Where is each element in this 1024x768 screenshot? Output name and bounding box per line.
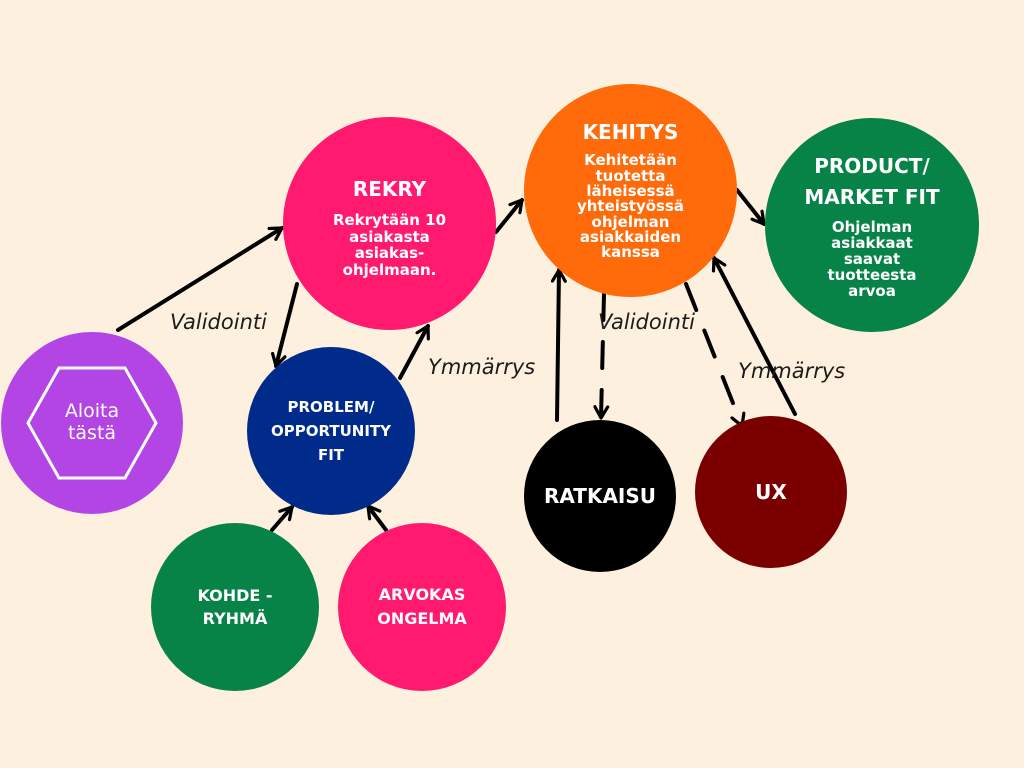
kehitys-node-text: Kehitetään tuotetta läheisessä yhteistyö…: [576, 151, 685, 262]
arrow-start-to-rekry: [116, 226, 284, 332]
arrow-rekry-to-kehitys: [494, 198, 524, 234]
arrow-problem-to-rekry: [398, 324, 430, 380]
pmf-node-text: Ohjelman asiakkaat saavat tuotteesta arv…: [827, 217, 917, 301]
hexagon-shape: Aloita tästä: [26, 366, 158, 480]
arrow-arvokas-to-problem: [366, 504, 388, 532]
arrow-kehitys-to-ratkaisu: [593, 292, 610, 420]
ratkaisu-node: RATKAISU: [524, 420, 676, 572]
arrow-kehitys-to-ux: [684, 282, 746, 428]
ux-node-title: UX: [755, 479, 787, 504]
arrow-rekry-to-problem: [270, 282, 299, 368]
ratkaisu-node-title: RATKAISU: [543, 483, 657, 508]
arvokas-node-title: ARVOKAS ONGELMA: [377, 585, 467, 628]
label-ymmarrys-right: Ymmärrys: [738, 359, 846, 383]
pmf-node: PRODUCT/ MARKET FIT Ohjelman asiakkaat s…: [765, 118, 979, 332]
arrow-ux-to-kehitys: [711, 256, 797, 416]
arrow-kehitys-to-pmf: [735, 188, 766, 226]
kohde-node-title: KOHDE - RYHMÄ: [197, 585, 273, 628]
start-node: Aloita tästä: [1, 332, 183, 514]
hexagon-icon: [26, 366, 158, 480]
start-node-title: Aloita tästä: [64, 400, 120, 444]
rekry-node-text: Rekrytään 10 asiakasta asiakas- ohjelmaa…: [332, 211, 447, 279]
kehitys-node-title: KEHITYS: [582, 120, 679, 145]
label-validointi-right: Validointi: [598, 310, 695, 334]
label-ymmarrys-left: Ymmärrys: [428, 355, 536, 379]
rekry-node-title: REKRY: [352, 177, 427, 201]
ux-node: UX: [695, 416, 847, 568]
kehitys-node: KEHITYS Kehitetään tuotetta läheisessä y…: [524, 84, 737, 297]
problem-node-title: PROBLEM/ OPPORTUNITY FIT: [270, 398, 391, 464]
arvokas-node: ARVOKAS ONGELMA: [338, 523, 506, 691]
pmf-node-title: PRODUCT/ MARKET FIT: [804, 153, 940, 209]
problem-node: PROBLEM/ OPPORTUNITY FIT: [247, 347, 415, 515]
kohde-node: KOHDE - RYHMÄ: [151, 523, 319, 691]
rekry-node: REKRY Rekrytään 10 asiakasta asiakas- oh…: [283, 117, 496, 330]
arrow-ratkaisu-to-kehitys: [550, 268, 567, 422]
arrow-kohde-to-problem: [270, 505, 294, 532]
label-validointi-left: Validointi: [170, 310, 267, 334]
